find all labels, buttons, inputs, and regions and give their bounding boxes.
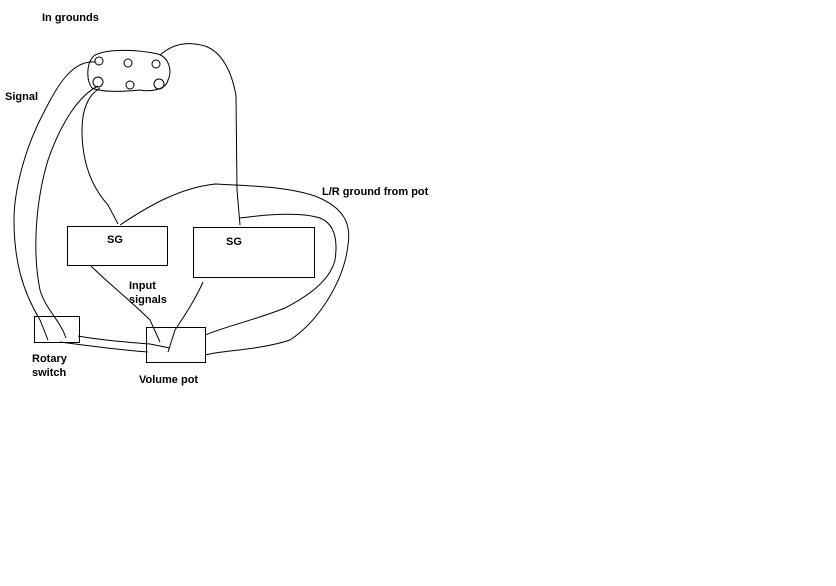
jack-outline-wire [87, 49, 171, 92]
sg-left-box [67, 226, 168, 266]
signal-label: Signal [5, 91, 39, 103]
input-signals-label-line2: signals [129, 294, 167, 306]
ground-to-sg-right-wire [159, 43, 241, 226]
volume-pot-box [146, 327, 206, 363]
signal-wire [13, 61, 96, 341]
jack-to-sg-left-wire [81, 87, 119, 225]
sg-left-label: SG [107, 234, 123, 246]
rotary-switch-label-line1: Rotary [32, 353, 67, 365]
input-signal-left-wire [89, 264, 161, 343]
rotary-to-pot-wire [77, 335, 171, 349]
input-signals-label-line1: Input [129, 280, 156, 292]
rotary-switch-box [34, 316, 80, 343]
jack-terminal-1 [94, 56, 104, 66]
jack-terminal-6 [153, 78, 165, 90]
sg-right-label: SG [226, 236, 242, 248]
jack-terminal-3 [151, 59, 161, 69]
in-grounds-label: In grounds [42, 12, 99, 24]
rotary-to-pot-wire-2 [59, 341, 149, 353]
input-signal-right-wire [167, 281, 204, 353]
rotary-switch-label-line2: switch [32, 367, 67, 379]
volume-pot-label: Volume pot [139, 374, 199, 386]
sg-right-box [193, 227, 315, 278]
lr-ground-label: L/R ground from pot [322, 186, 429, 198]
jack-to-rotary-wire [35, 85, 99, 339]
lr-ground-wire-2 [204, 213, 337, 336]
jack-terminal-5 [125, 80, 135, 90]
jack-terminal-4 [92, 76, 104, 88]
jack-terminal-2 [123, 58, 133, 68]
lr-ground-wire [119, 183, 350, 356]
